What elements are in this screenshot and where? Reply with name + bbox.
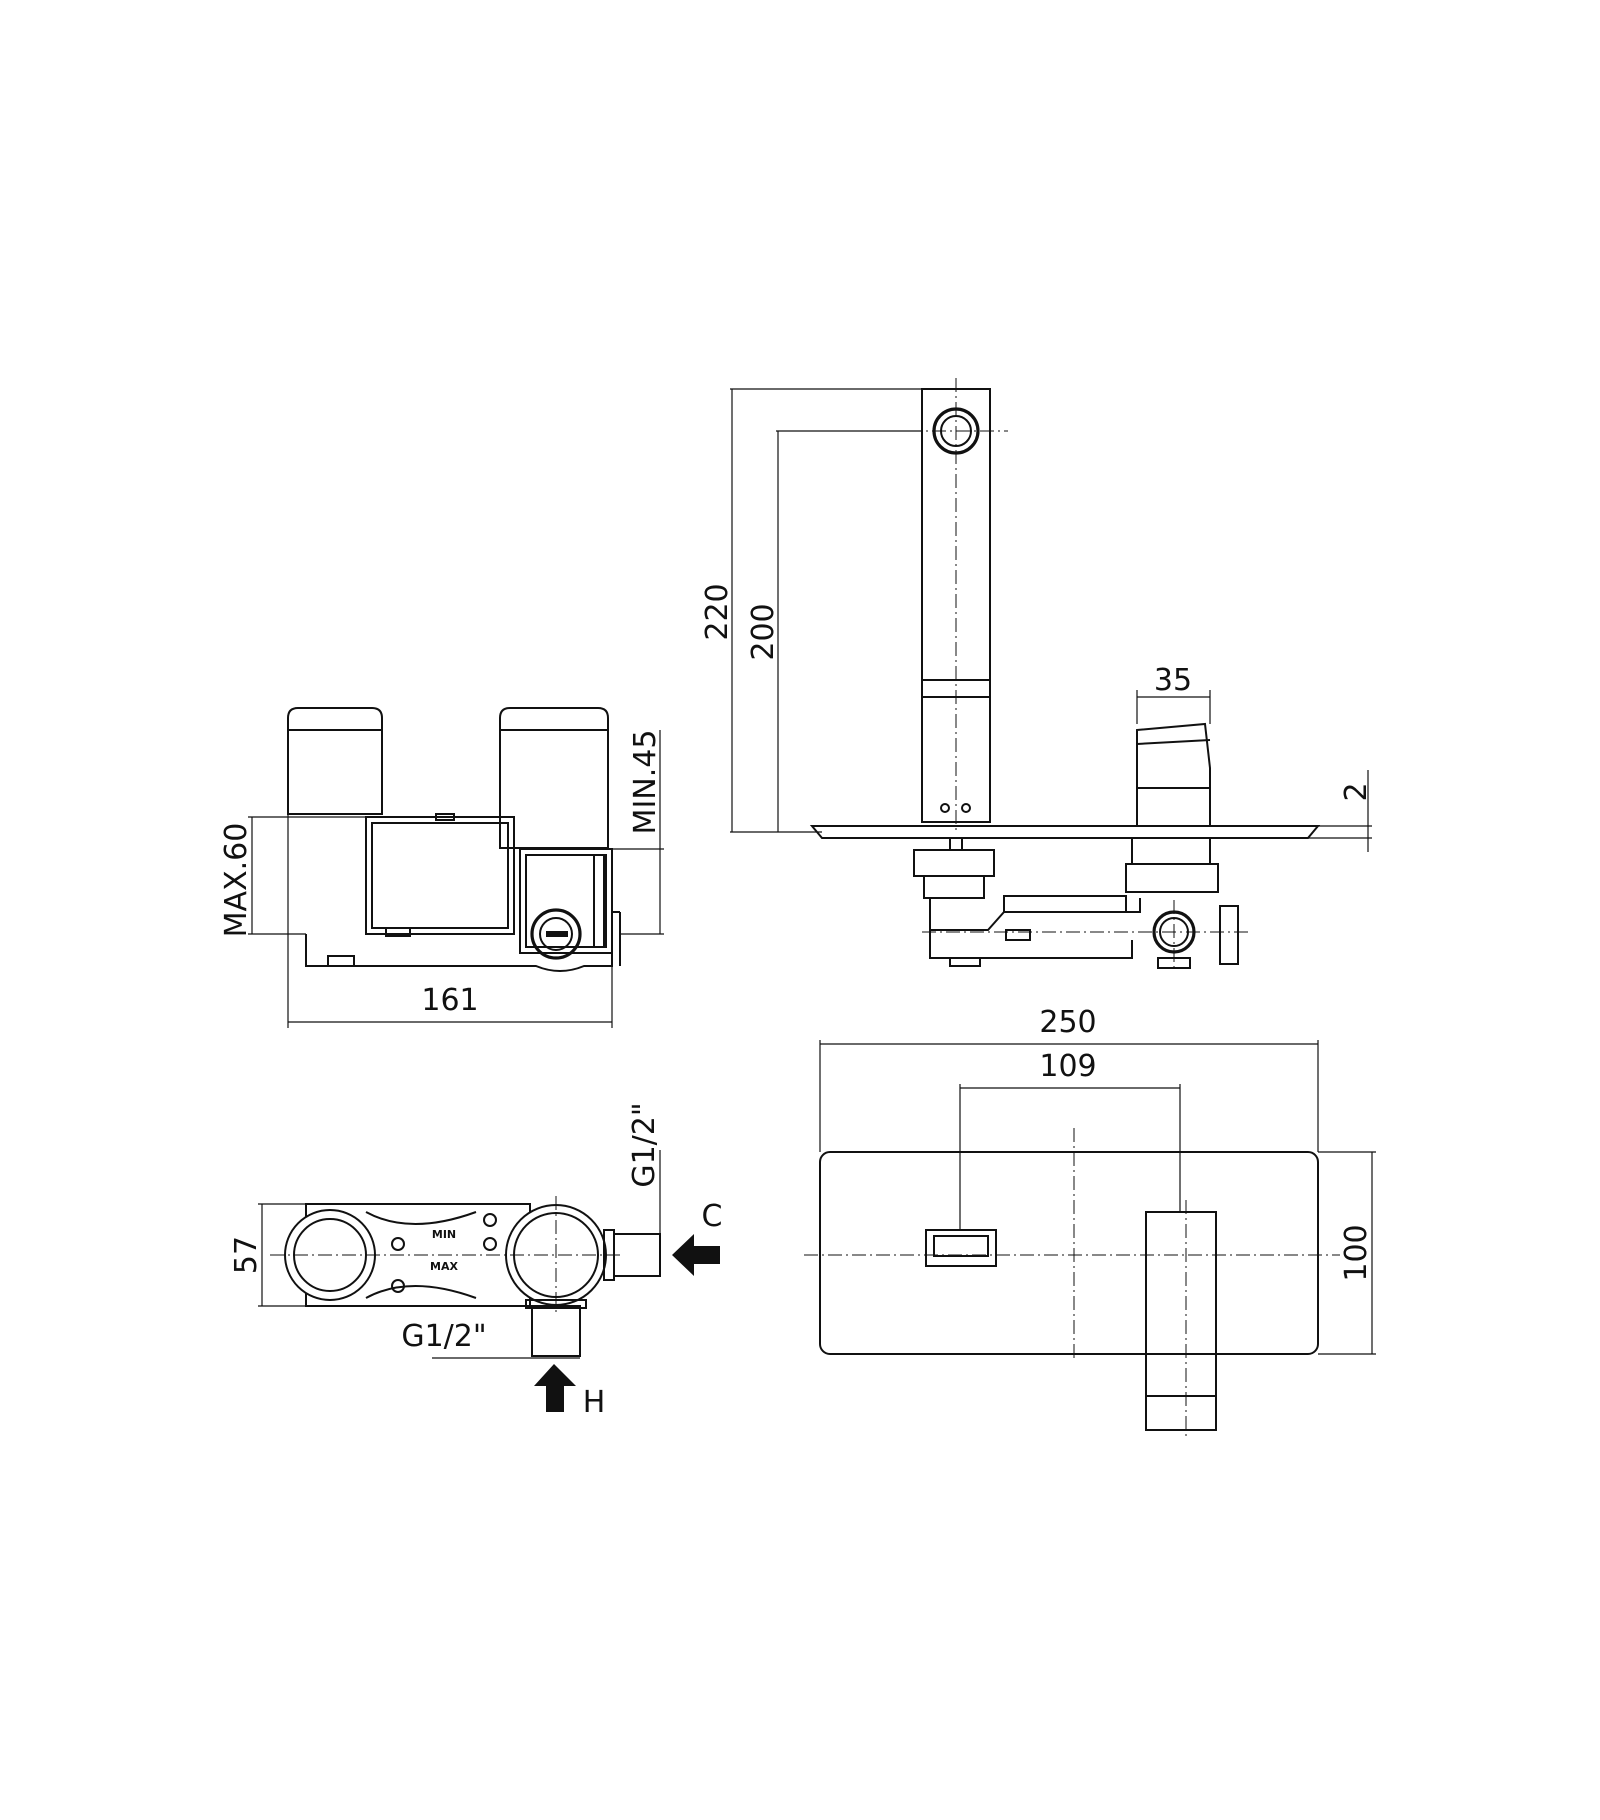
label-hot: H [583,1385,606,1420]
cartridge-connector [530,908,582,960]
dim-plate-height: 100 [1339,1224,1374,1281]
marking-max: MAX [430,1260,458,1273]
wall-plate [809,825,1321,839]
dim-max-depth: MAX.60 [219,823,254,938]
hot-inlet-pipe [531,1305,581,1357]
cold-inlet-pipe [613,1233,661,1277]
label-cold-thread: G1/2" [627,1102,662,1187]
dim-plate-width: 250 [1039,1005,1096,1040]
hot-arrow [534,1364,576,1412]
dim-centre-distance: 109 [1039,1049,1096,1084]
label-cold: C [702,1199,723,1234]
cold-arrow [672,1234,720,1276]
side-view: 220 200 35 2 [700,378,1374,970]
label-hot-thread: G1/2" [401,1319,486,1354]
section-view: MAX.60 MIN.45 161 [219,707,664,1028]
dim-handle-width: 35 [1154,663,1192,698]
marking-min: MIN [432,1228,456,1241]
front-wall-plate [819,1151,1319,1355]
front-spout [925,1229,997,1267]
front-view: 250 109 100 [804,1005,1376,1440]
dim-body-width: 161 [421,983,478,1018]
dim-body-height: 57 [229,1236,264,1274]
dim-spout-height: 200 [746,603,781,660]
body-top-view: MIN MAX 57 G1/2" C G1/2" H [229,1102,722,1420]
handle [1136,722,1211,827]
dim-min-depth: MIN.45 [628,730,663,835]
lever-stub [499,707,609,849]
front-handle [1145,1211,1217,1431]
dim-overall-height: 220 [700,583,735,640]
spout-stub [287,707,383,815]
box-body [365,816,515,935]
dim-plate-thickness: 2 [1339,782,1374,801]
